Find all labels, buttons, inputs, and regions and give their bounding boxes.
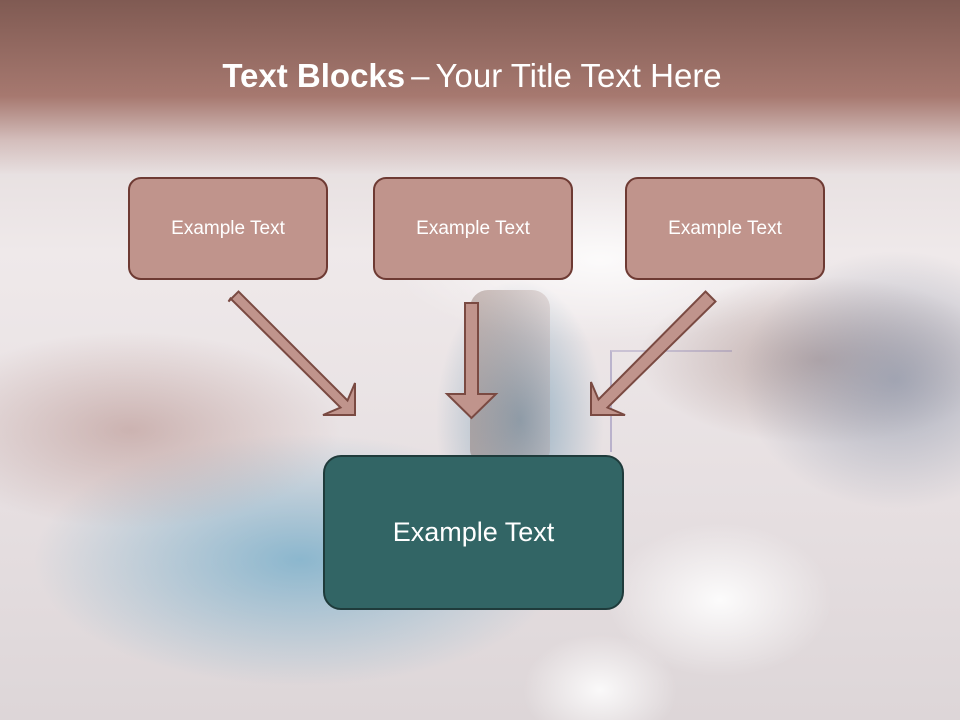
text-block-1-label: Example Text: [171, 217, 285, 239]
target-text-block[interactable]: Example Text: [323, 455, 624, 610]
title-rest-text: Your Title Text Here: [435, 57, 722, 94]
text-block-2-label: Example Text: [416, 217, 530, 239]
slide-title: Text Blocks–Your Title Text Here: [0, 58, 944, 94]
background-arm: [740, 250, 960, 510]
arrow-right: [590, 290, 717, 416]
text-block-2[interactable]: Example Text: [373, 177, 573, 280]
background-bottle: [470, 290, 550, 460]
arrow-center: [444, 302, 499, 420]
arrow-left: [227, 290, 356, 416]
header-band: [0, 0, 960, 175]
text-block-3[interactable]: Example Text: [625, 177, 825, 280]
title-separator: –: [411, 57, 430, 94]
target-text-block-label: Example Text: [392, 517, 555, 547]
text-block-3-label: Example Text: [668, 217, 782, 239]
title-bold-text: Text Blocks: [222, 57, 406, 94]
text-block-1[interactable]: Example Text: [128, 177, 328, 280]
